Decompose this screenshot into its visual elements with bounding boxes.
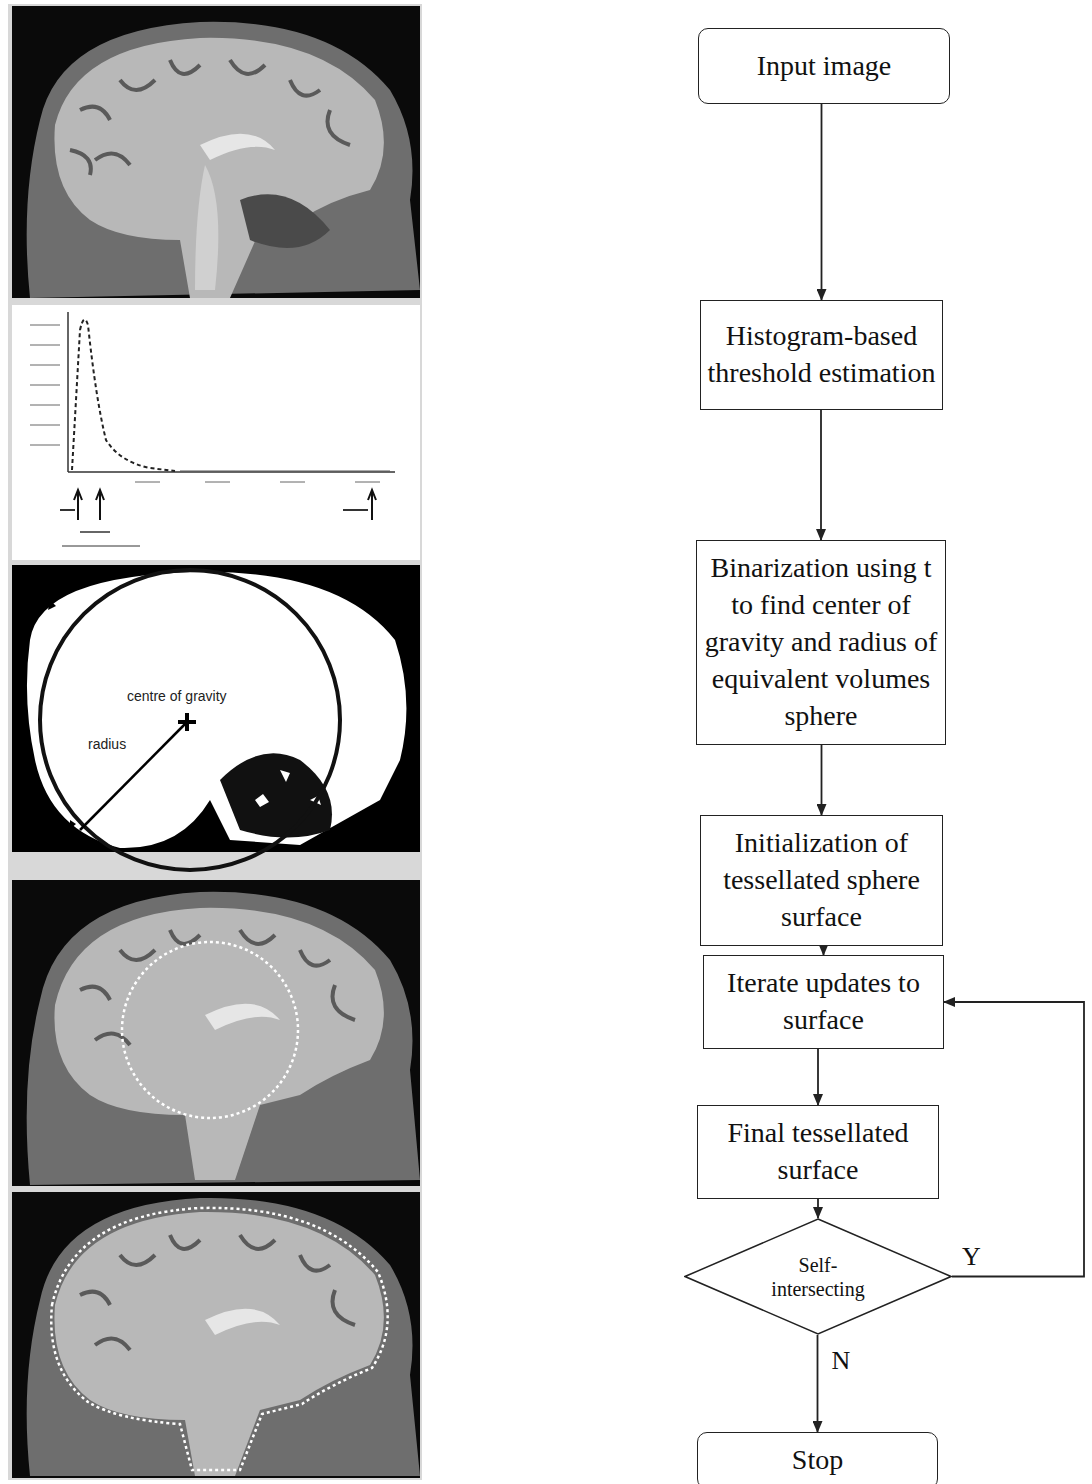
node-text: Input image — [751, 44, 898, 89]
node-text: Stop — [786, 1438, 849, 1483]
process-box: Iterate updates to surface — [703, 955, 944, 1049]
figure-label: radius — [86, 736, 128, 752]
figure-label: centre of gravity — [125, 688, 229, 704]
decision-diamond: Self-intersecting — [684, 1218, 952, 1335]
node-text: Iterate updates to surface — [704, 961, 943, 1043]
node-text: Self-intersecting — [753, 1253, 883, 1301]
flow-arrow — [821, 104, 823, 300]
node-text: Final tessellated surface — [698, 1111, 938, 1193]
process-box: Binarization using t to find center of g… — [696, 540, 946, 745]
flow-arrow — [821, 745, 823, 815]
terminal-box: Input image — [698, 28, 950, 104]
histogram-plot — [12, 305, 420, 560]
diamond-outline — [684, 1218, 952, 1335]
flow-arrow — [817, 1049, 819, 1105]
node-text: Binarization using t to find center of g… — [697, 546, 945, 739]
edge-label: N — [830, 1347, 853, 1376]
process-box: Histogram-based threshold estimation — [700, 300, 943, 410]
node-text: Histogram-based threshold estimation — [701, 314, 942, 396]
flow-arrow — [817, 1335, 819, 1432]
flow-arrow — [823, 946, 825, 955]
mri-sagittal — [12, 6, 420, 298]
edge-label: Y — [960, 1243, 983, 1272]
flow-arrow — [820, 410, 822, 540]
process-box: Final tessellated surface — [697, 1105, 939, 1199]
flow-arrow — [944, 1002, 1084, 1277]
panel-frame — [8, 4, 422, 1480]
binarized-image — [12, 565, 420, 870]
node-text: Initialization of tessellated sphere sur… — [701, 821, 942, 940]
process-box: Initialization of tessellated sphere sur… — [700, 815, 943, 946]
mri-final-surface — [12, 1192, 420, 1478]
terminal-box: Stop — [697, 1432, 938, 1484]
flow-arrow — [817, 1199, 819, 1218]
mri-initial-sphere — [12, 880, 420, 1186]
